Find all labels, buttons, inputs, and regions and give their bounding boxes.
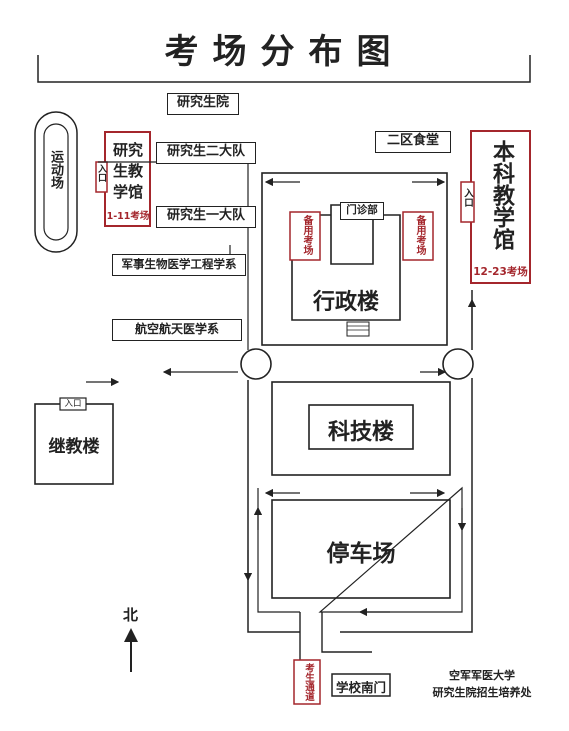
gate-road [299,612,372,660]
tech-block [271,381,451,476]
label-military-bio: 军事生物医学工程学系 [112,254,246,276]
admin-stairs [346,321,370,337]
label-parking: 停车场 [326,541,396,567]
label-sports-field: 运动场 [48,150,63,189]
label-graduate-school: 研究生院 [167,93,239,115]
label-clinic: 门诊部 [340,202,384,220]
label-south-gate: 学校南门 [335,680,386,695]
label-aerospace-med: 航空航天医学系 [112,319,242,341]
undergrad-hall-entrance-label: 入口 [462,188,473,207]
label-second-battalion: 研究生二大队 [156,142,256,164]
sports-field-track [34,111,78,253]
footer-line2: 研究生院招生培养处 [432,686,532,699]
road-east [340,290,473,633]
title-bracket [37,55,531,83]
footer-line1: 空军军医大学 [449,669,515,682]
backup-room-left: 备用考场 [301,215,312,255]
grad-hall-name: 研究生教学馆 [112,141,143,201]
road-west [247,380,300,633]
continuing-ed-entrance-box [59,397,87,411]
undergrad-hall-entrance-box [460,181,475,223]
label-tech-building: 科技楼 [327,420,394,445]
undergrad-hall-rooms: 12-23考场 [473,266,528,278]
backup-room-right-box [402,211,434,261]
parking-block [271,499,451,599]
label-admin-building: 行政楼 [312,290,379,315]
sports-field-inner [43,123,69,241]
label-canteen: 二区食堂 [375,131,451,153]
south-gate-box [331,673,391,697]
admin-block [261,172,448,346]
undergrad-hall-outline [470,130,531,284]
exam-channel-box [293,659,321,705]
backup-room-right: 备用考场 [414,215,425,255]
continuing-ed-entrance-label: 入口 [64,399,82,409]
grad-hall-rooms: 1-11考场 [106,211,150,222]
page-title: 考场分布图 [164,32,405,72]
label-exam-channel: 考生通道 [303,663,314,701]
label-continuing-ed: 继教楼 [48,437,100,457]
label-first-battalion: 研究生一大队 [156,206,256,228]
tech-building [308,404,414,450]
grad-hall-entrance-label: 入口 [96,164,106,182]
backup-room-left-box [289,211,321,261]
undergrad-hall-name: 本科教学馆 [489,140,514,250]
roundabout-left [240,348,272,380]
north-label: 北 [123,606,139,624]
grad-hall-outline [104,131,151,227]
roundabout-right [442,348,474,380]
